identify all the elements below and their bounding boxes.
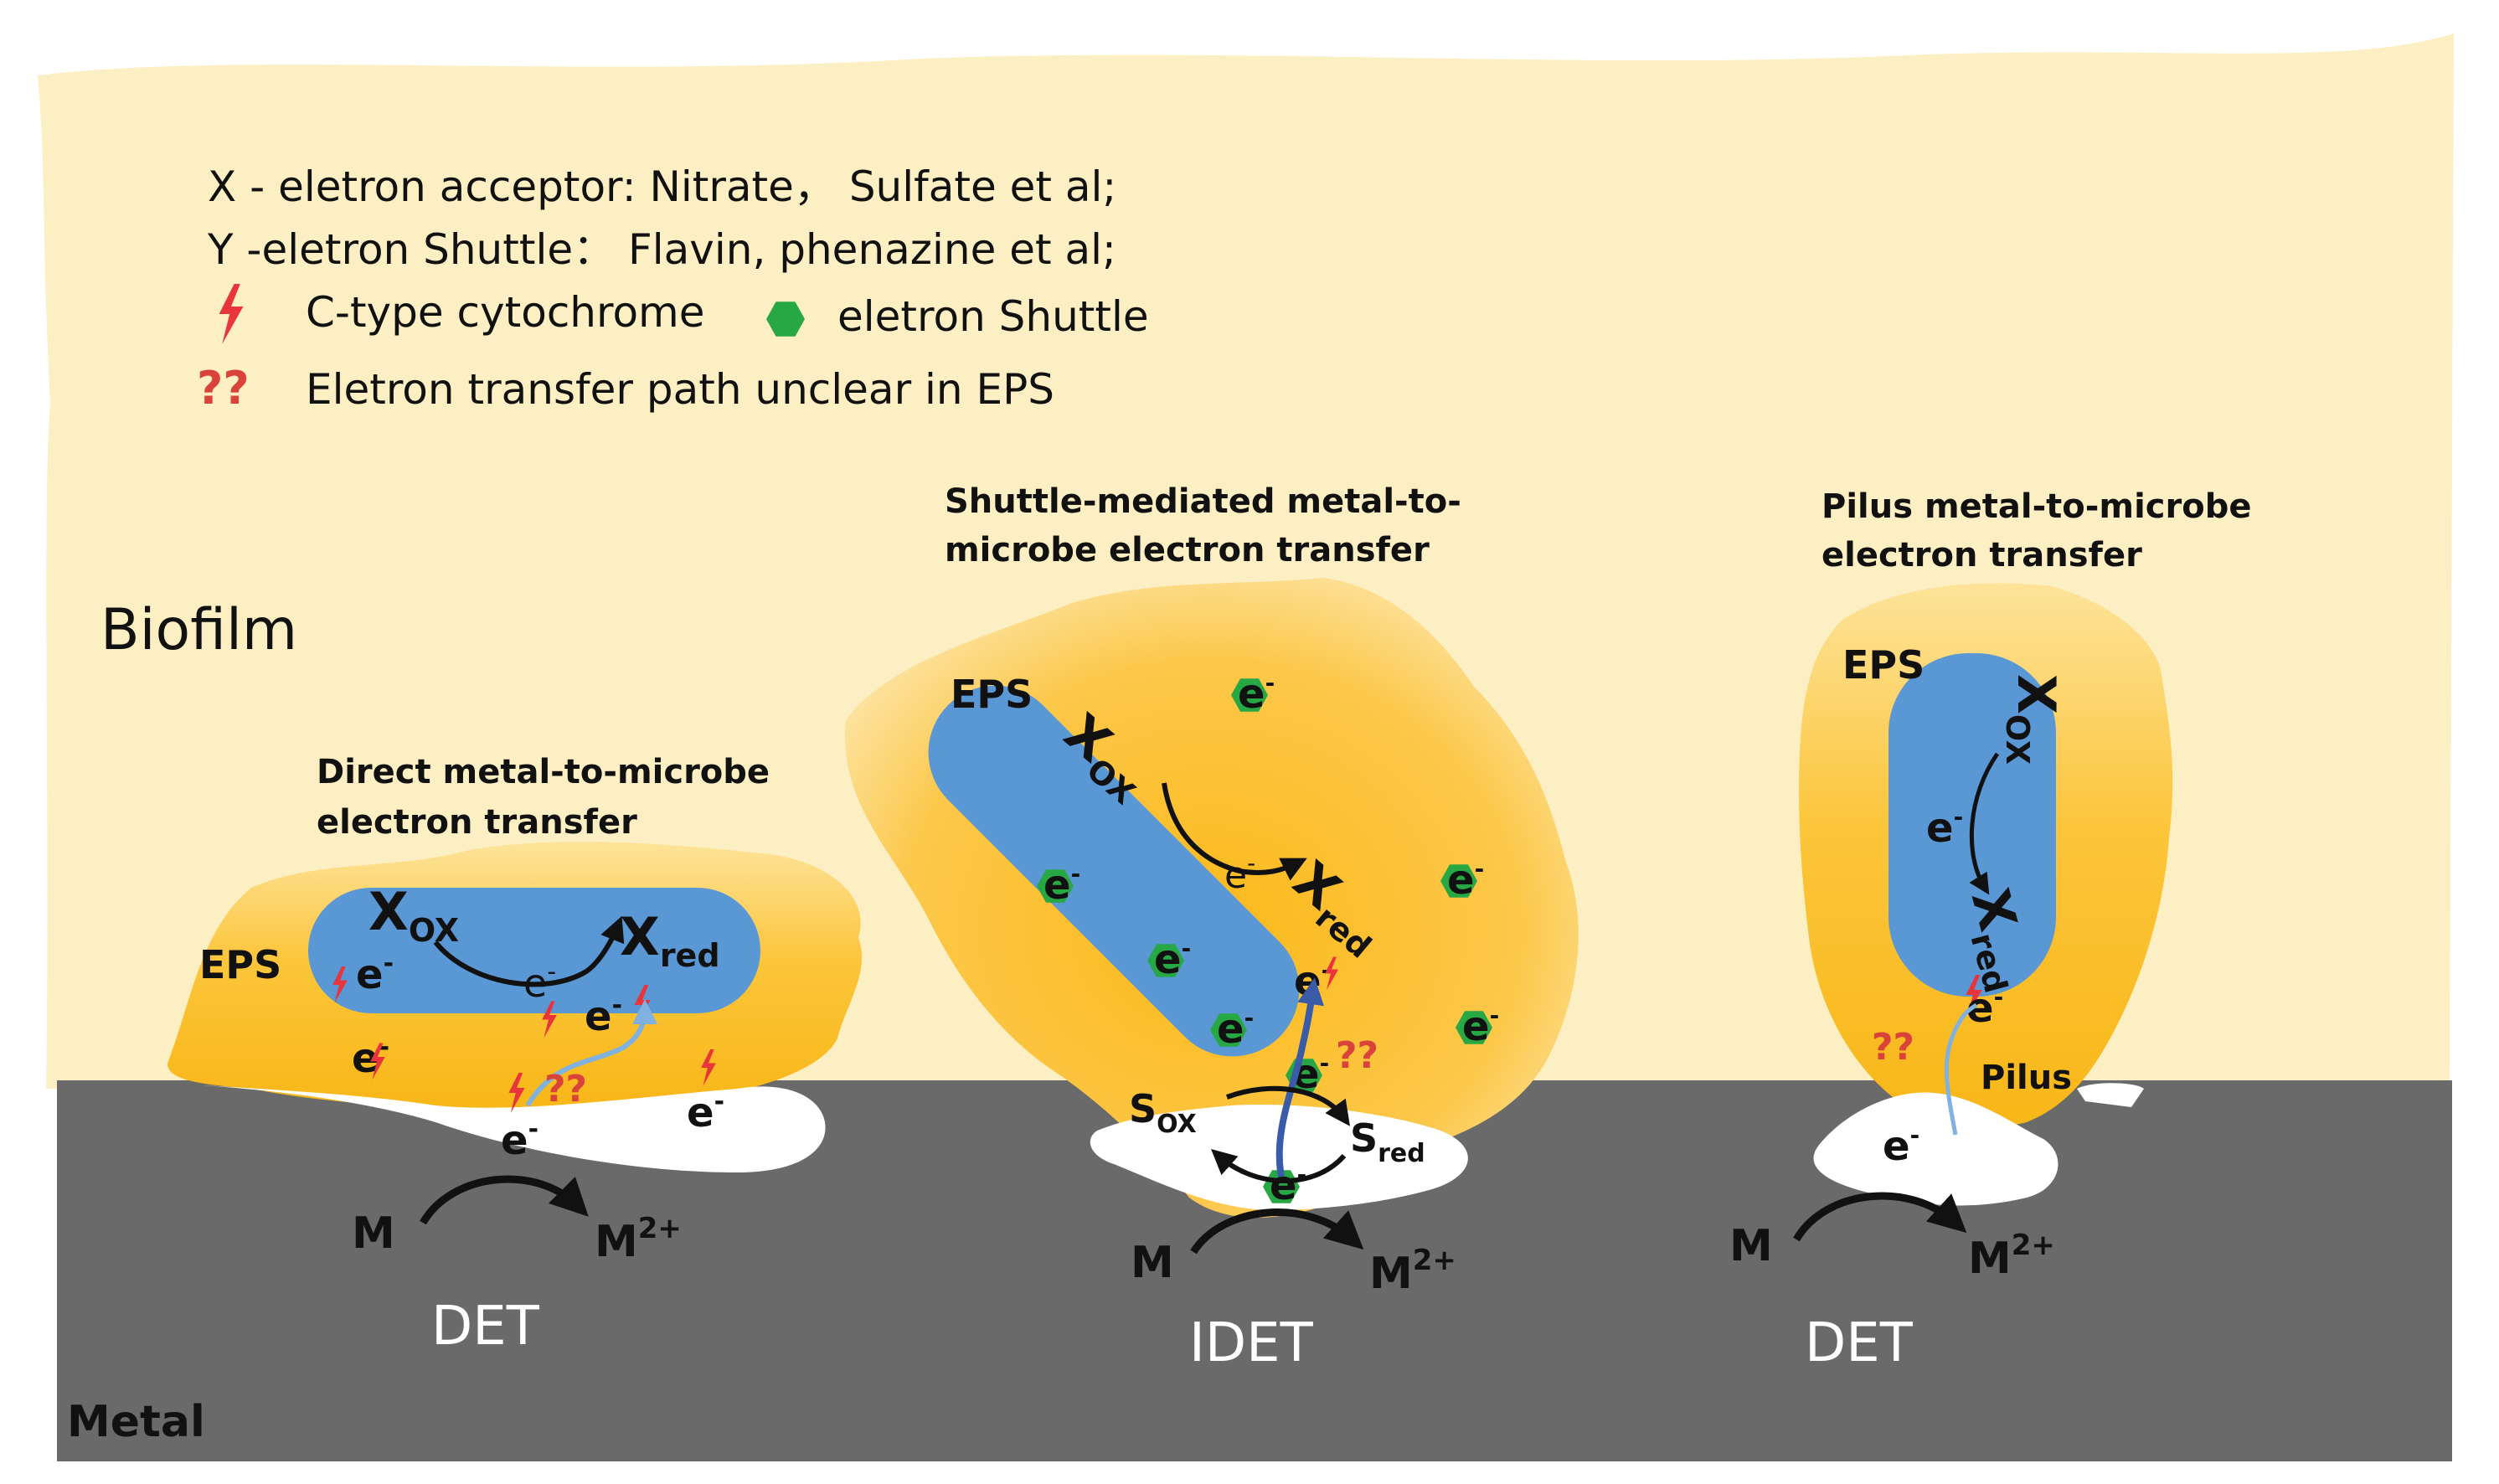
metal-ion-label-3: M2+ xyxy=(1968,1229,2055,1284)
eps-label-3: EPS xyxy=(1842,642,1924,688)
white-pit-3b xyxy=(2077,1083,2144,1107)
white-pit-1 xyxy=(193,1085,826,1172)
panel-3-mode: DET xyxy=(1805,1312,1914,1374)
legend-x-line: X - eletron acceptor: Nitrate， Sulfate e… xyxy=(208,162,1116,211)
electron-path-arrow-1 xyxy=(525,999,657,1107)
x-red-label-1: Xred xyxy=(620,906,720,974)
panel-2-title-line-1: Shuttle-mediated metal-to- xyxy=(945,482,1461,521)
bacterium-cell-2 xyxy=(928,685,1300,1057)
panel-pilus: Pilus metal-to-microbe electron transfer… xyxy=(1729,487,2251,1374)
electron-1a: e- xyxy=(356,949,394,998)
shuttle-electron-2c: e- xyxy=(1447,855,1484,904)
white-pit-3 xyxy=(1813,1092,2058,1206)
metal-ion-label-1: M2+ xyxy=(595,1212,682,1267)
oxidation-arrow-1 xyxy=(420,1175,589,1225)
metal-ion-label-2: M2+ xyxy=(1369,1244,1456,1299)
electron-in-cell-3: e- xyxy=(1926,803,1963,852)
metal-m-label-2: M xyxy=(1131,1238,1174,1288)
unclear-path-mark-3: ?? xyxy=(1872,1026,1914,1069)
legend-question-label: Eletron transfer path unclear in EPS xyxy=(306,365,1054,414)
eps-label-2: EPS xyxy=(951,672,1033,717)
shuttle-electron-2d: e- xyxy=(1154,935,1191,983)
s-ox-label-2: SOX xyxy=(1129,1086,1197,1139)
reduction-arrow-1 xyxy=(433,915,625,987)
metal-m-label-1: M xyxy=(352,1208,395,1259)
pilus-filament xyxy=(1944,1002,1978,1136)
shuttle-cycle-arrow-top xyxy=(1225,1085,1350,1126)
eps-label-1: EPS xyxy=(199,942,281,987)
panel-direct: Direct metal-to-microbe electron transfe… xyxy=(167,753,863,1358)
pilus-label: Pilus xyxy=(1981,1059,2072,1097)
shuttle-electron-2b: e- xyxy=(1043,860,1080,909)
panel-1-title-line-2: electron transfer xyxy=(317,803,637,842)
panel-1-mode: DET xyxy=(431,1296,540,1358)
x-ox-label-1: XOX xyxy=(368,881,459,949)
panel-1-title-line-1: Direct metal-to-microbe xyxy=(317,753,770,791)
x-ox-label-3: XOX xyxy=(1999,674,2067,765)
electron-in-cell-2: e- xyxy=(1224,849,1255,897)
shuttle-electron-2a: e- xyxy=(1238,669,1275,718)
shuttle-electron-2f: e- xyxy=(1462,1002,1499,1050)
metal-m-label-3: M xyxy=(1729,1221,1773,1271)
legend-cytochrome-label: C-type cytochrome xyxy=(306,288,705,337)
legend-shuttle-label: eletron Shuttle xyxy=(837,292,1149,341)
s-red-label-2: Sred xyxy=(1350,1116,1425,1168)
legend-question-mark: ?? xyxy=(197,362,250,415)
electron-metal-3: e- xyxy=(1883,1121,1919,1170)
legend: X - eletron acceptor: Nitrate， Sulfate e… xyxy=(197,162,1149,415)
unclear-path-mark-1: ?? xyxy=(544,1068,587,1110)
panel-3-title-line-2: electron transfer xyxy=(1821,536,2142,575)
reduction-arrow-2 xyxy=(1162,782,1307,881)
shuttle-electron-2e: e- xyxy=(1217,1004,1254,1053)
oxidation-arrow-2 xyxy=(1190,1208,1364,1255)
panel-2-title-line-2: microbe electron transfer xyxy=(945,531,1430,569)
electron-1c: e- xyxy=(585,991,622,1040)
electron-transfer-arrow-2 xyxy=(1275,977,1324,1177)
biofilm-label: Biofilm xyxy=(100,597,297,663)
oxidation-arrow-3 xyxy=(1793,1192,1967,1242)
panel-2-mode: IDET xyxy=(1189,1312,1314,1374)
electron-1e: e- xyxy=(687,1087,724,1136)
bacterium-cell-1 xyxy=(308,888,760,1013)
shuttle-cycle-arrow-bottom xyxy=(1211,1149,1347,1183)
metal-label: Metal xyxy=(67,1397,205,1447)
electron-1b: e- xyxy=(523,957,556,1006)
panel-3-title-line-1: Pilus metal-to-microbe xyxy=(1821,487,2251,526)
panel-shuttle: Shuttle-mediated metal-to- microbe elect… xyxy=(845,482,1579,1374)
reduction-arrow-3 xyxy=(1969,752,2000,895)
electron-1f: e- xyxy=(501,1115,538,1164)
unclear-path-mark-2: ?? xyxy=(1336,1034,1378,1077)
legend-y-line: Y -eletron Shuttle： Flavin, phenazine et… xyxy=(207,225,1116,274)
